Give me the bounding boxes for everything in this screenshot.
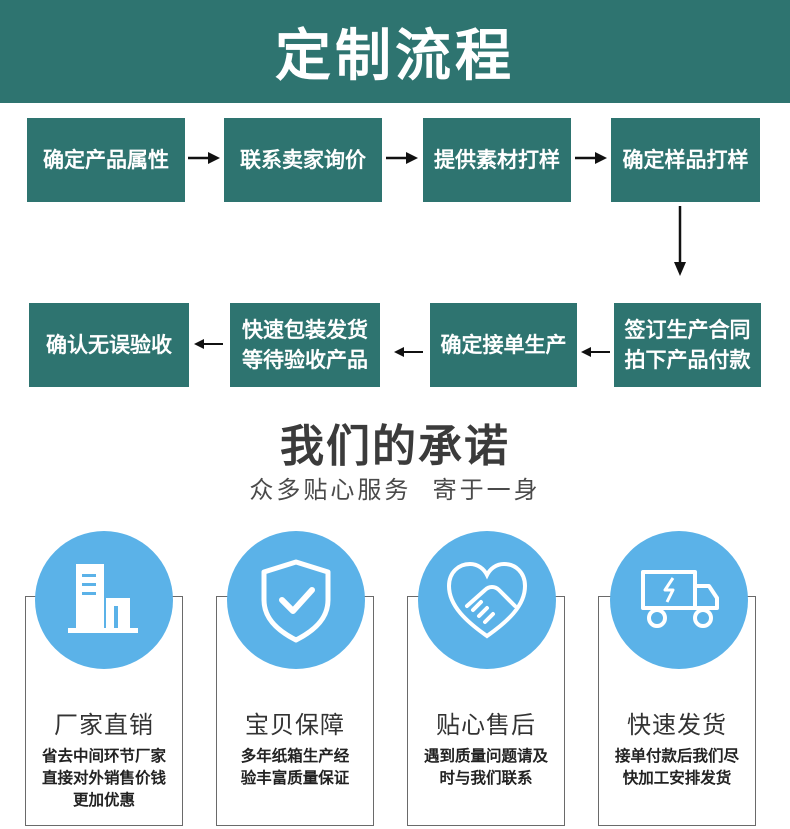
card-1-desc: 省去中间环节厂家 直接对外销售价钱 更加优惠 bbox=[25, 745, 183, 811]
card-1-desc-line-1: 省去中间环节厂家 bbox=[41, 747, 166, 765]
card-4-desc: 接单付款后我们尽 快加工安排发货 bbox=[598, 745, 756, 789]
card-4-icon-circle bbox=[610, 531, 748, 669]
handshake-icon bbox=[446, 561, 528, 639]
step-3: 提供素材打样 bbox=[423, 118, 571, 202]
arrow-down-icon bbox=[674, 206, 686, 276]
card-1-title: 厂家直销 bbox=[54, 711, 154, 739]
factory-icon bbox=[68, 564, 138, 633]
card-2-desc: 多年纸箱生产经 验丰富质量保证 bbox=[216, 745, 374, 789]
arrow-right-icon bbox=[188, 152, 220, 164]
card-2-title: 宝贝保障 bbox=[245, 711, 345, 739]
card-4-title: 快速发货 bbox=[627, 711, 727, 739]
step-4: 确定样品打样 bbox=[611, 118, 760, 202]
header-banner: 定制流程 bbox=[0, 0, 790, 103]
shield-check-icon bbox=[261, 559, 331, 643]
step-4-label: 确定样品打样 bbox=[622, 148, 749, 172]
card-4-desc-line-2: 快加工安排发货 bbox=[622, 769, 732, 787]
promise-subtitle: 众多贴心服务 寄于一身 bbox=[249, 476, 541, 504]
step-6: 确定接单生产 bbox=[430, 303, 577, 387]
step-1: 确定产品属性 bbox=[27, 118, 185, 202]
card-1-desc-line-2: 直接对外销售价钱 bbox=[41, 769, 166, 787]
card-2-icon-circle bbox=[227, 531, 365, 669]
card-2-desc-line-2: 验丰富质量保证 bbox=[240, 769, 350, 787]
card-3-desc-line-1: 遇到质量问题请及 bbox=[423, 747, 548, 765]
arrow-left-icon bbox=[394, 347, 423, 357]
arrow-right-icon bbox=[575, 152, 607, 164]
step-1-label: 确定产品属性 bbox=[43, 148, 169, 172]
card-3-icon-circle bbox=[418, 531, 556, 669]
card-4-desc-line-1: 接单付款后我们尽 bbox=[614, 747, 739, 765]
card-3-title: 贴心售后 bbox=[436, 711, 536, 739]
delivery-truck-icon bbox=[641, 570, 719, 628]
header-title: 定制流程 bbox=[275, 24, 515, 89]
step-8-label: 确认无误验收 bbox=[46, 333, 172, 357]
card-3-desc: 遇到质量问题请及 时与我们联系 bbox=[407, 745, 565, 789]
step-2-label: 联系卖家询价 bbox=[240, 148, 366, 172]
step-5-label-line-1: 签订生产合同 bbox=[624, 318, 751, 342]
step-5-label-line-2: 拍下产品付款 bbox=[624, 348, 751, 372]
step-8: 确认无误验收 bbox=[29, 303, 189, 387]
step-3-label: 提供素材打样 bbox=[434, 148, 560, 172]
step-7: 快速包装发货 等待验收产品 bbox=[230, 303, 380, 387]
step-7-label-line-1: 快速包装发货 bbox=[242, 318, 368, 342]
step-2: 联系卖家询价 bbox=[224, 118, 382, 202]
card-1-icon-circle bbox=[35, 531, 173, 669]
step-7-label-line-2: 等待验收产品 bbox=[242, 348, 368, 372]
arrow-left-icon bbox=[194, 339, 223, 349]
card-2-desc-line-1: 多年纸箱生产经 bbox=[240, 747, 350, 765]
arrow-left-icon bbox=[581, 347, 610, 357]
card-3-desc-line-2: 时与我们联系 bbox=[439, 769, 533, 787]
card-1-desc-line-3: 更加优惠 bbox=[72, 791, 135, 809]
promise-title: 我们的承诺 bbox=[280, 421, 510, 472]
step-5: 签订生产合同 拍下产品付款 bbox=[614, 303, 761, 387]
step-6-label: 确定接单生产 bbox=[440, 333, 567, 357]
arrow-right-icon bbox=[386, 152, 418, 164]
